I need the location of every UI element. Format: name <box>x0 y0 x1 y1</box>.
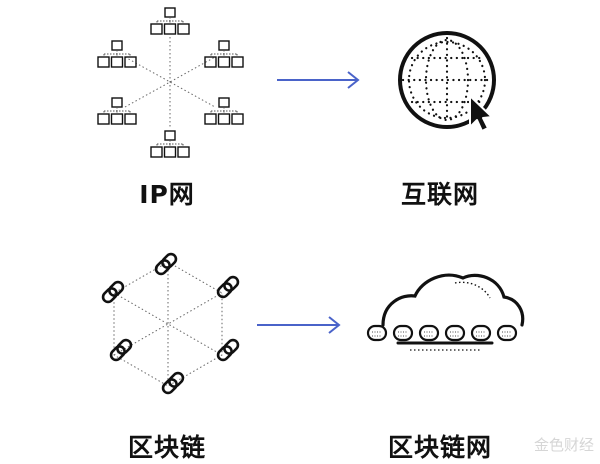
internet-label: 互联网 <box>400 180 480 209</box>
watermark: 金色财经 <box>533 436 594 454</box>
network-tree-icon <box>97 7 244 158</box>
cloud-chain-icon <box>366 273 525 351</box>
arrow-right-icon <box>277 71 360 89</box>
globe-cursor-icon <box>398 31 496 132</box>
blockchain-label: 区块链 <box>127 433 207 462</box>
ip-network-label: IP网 <box>139 180 195 209</box>
arrow-right-icon <box>257 316 341 334</box>
chain-hexagon-icon <box>99 250 242 397</box>
blockchain-network-label: 区块链网 <box>387 433 493 462</box>
